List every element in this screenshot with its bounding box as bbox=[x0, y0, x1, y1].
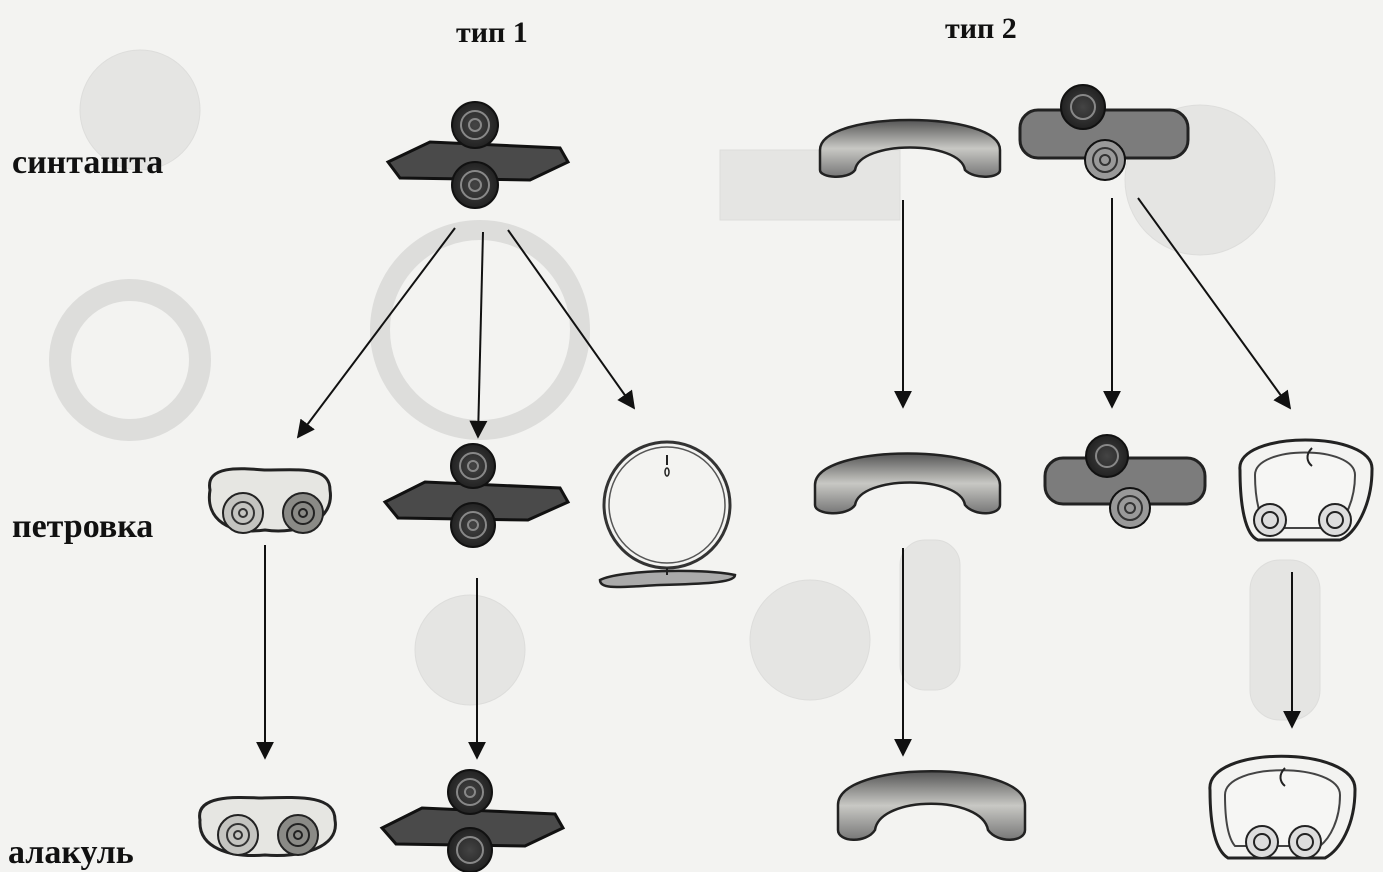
petrovka-double-spiral-ring bbox=[207, 467, 332, 534]
row-label-petrovka: петровка bbox=[12, 508, 154, 545]
alakul-spiral-end-ring bbox=[1208, 754, 1357, 860]
petrovka-spiral-band bbox=[1043, 434, 1207, 529]
type2-derivation-arrows bbox=[894, 197, 1301, 757]
type1-sintashta-spiral-pendant bbox=[385, 101, 571, 209]
petrovka-spiral-end-ring bbox=[1238, 438, 1374, 542]
row-label-alakul: алакуль bbox=[8, 834, 134, 871]
type2-sintashta-spiral-band bbox=[1018, 84, 1190, 181]
column-header-type2: тип 2 bbox=[945, 12, 1017, 45]
row-label-sintashta: синташта bbox=[12, 144, 164, 181]
column-header-type1: тип 1 bbox=[456, 16, 528, 49]
type1-derivation-arrows bbox=[256, 227, 636, 760]
alakul-open-bracelet bbox=[836, 770, 1027, 841]
petrovka-spiral-pendant bbox=[382, 443, 571, 548]
petrovka-wire-ring bbox=[598, 440, 737, 589]
type2-sintashta-open-bracelet bbox=[818, 118, 1002, 178]
petrovka-open-bracelet bbox=[813, 452, 1002, 515]
alakul-double-spiral-ring bbox=[198, 796, 337, 858]
alakul-spiral-pendant bbox=[379, 769, 566, 872]
